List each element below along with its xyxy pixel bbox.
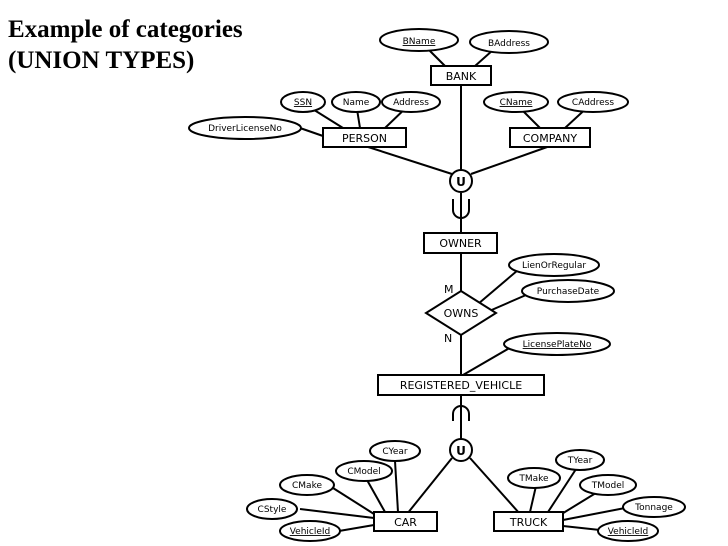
entity-truck: TRUCK: [493, 511, 564, 532]
attribute-label: Tonnage: [634, 503, 673, 513]
entity-company: COMPANY: [509, 127, 591, 148]
relationship-owns: OWNS: [424, 289, 498, 337]
attribute-cmodel: CModel: [335, 460, 393, 482]
union-circle-vehicle: U: [449, 438, 473, 462]
attribute-truck-vehicle-id: VehicleId: [597, 520, 659, 542]
attribute-name: Name: [331, 91, 381, 113]
attribute-label: LienOrRegular: [522, 261, 586, 271]
attribute-cname: CName: [483, 91, 549, 113]
attribute-label: CMake: [292, 481, 322, 491]
attribute-tmodel: TModel: [579, 474, 637, 496]
attribute-label: Name: [343, 98, 370, 108]
entity-label: PERSON: [342, 132, 387, 145]
relationship-label: OWNS: [444, 307, 479, 320]
entity-label: CAR: [394, 516, 417, 529]
attribute-label: TModel: [591, 481, 625, 491]
attribute-lien-or-regular: LienOrRegular: [508, 253, 600, 277]
attribute-tyear: TYear: [555, 449, 605, 471]
attribute-caddress: CAddress: [557, 91, 629, 113]
entity-owner: OWNER: [423, 232, 498, 254]
attribute-label: CName: [500, 98, 533, 108]
union-circle-owner: U: [449, 169, 473, 193]
attribute-label: PurchaseDate: [537, 287, 600, 297]
entity-person: PERSON: [322, 127, 407, 148]
attribute-bname: BName: [379, 28, 459, 52]
attribute-label: CStyle: [258, 505, 287, 515]
attribute-label: SSN: [294, 98, 312, 108]
attribute-ssn: SSN: [280, 91, 326, 113]
attribute-label: VehicleId: [608, 527, 649, 537]
slide-title-line-1: Example of categories: [8, 16, 243, 43]
attribute-label: CYear: [382, 447, 407, 457]
entity-registered-vehicle: REGISTERED_VEHICLE: [377, 374, 545, 396]
attribute-cmake: CMake: [279, 474, 335, 496]
attribute-car-vehicle-id: VehicleId: [279, 520, 341, 542]
slide-title-line-2: (UNION TYPES): [8, 47, 195, 74]
attribute-label: TMake: [518, 474, 549, 484]
attribute-label: CAddress: [572, 98, 614, 108]
entity-bank: BANK: [430, 65, 492, 86]
union-symbol: U: [456, 444, 466, 458]
attribute-label: LicensePlateNo: [523, 340, 592, 350]
entity-label: OWNER: [439, 237, 482, 250]
slide-title: Example of categories (UNION TYPES): [8, 14, 243, 76]
entity-label: COMPANY: [523, 132, 578, 145]
cardinality-m: M: [444, 283, 454, 296]
entity-label: BANK: [446, 70, 477, 83]
attribute-label: BAddress: [488, 39, 530, 49]
attribute-cstyle: CStyle: [246, 498, 298, 520]
subset-symbol-lower: [452, 405, 470, 421]
attribute-baddress: BAddress: [469, 30, 549, 54]
cardinality-n: N: [444, 332, 452, 345]
attribute-purchase-date: PurchaseDate: [521, 279, 615, 303]
connector-lines: [299, 39, 626, 532]
attribute-address: Address: [381, 91, 441, 113]
attribute-label: CModel: [347, 467, 380, 477]
attribute-license-plate-no: LicensePlateNo: [503, 332, 611, 356]
attribute-cyear: CYear: [369, 440, 421, 462]
entity-label: REGISTERED_VEHICLE: [400, 379, 522, 392]
entity-label: TRUCK: [509, 516, 548, 529]
attribute-tmake: TMake: [507, 467, 561, 489]
attribute-label: BName: [403, 37, 436, 47]
attribute-driver-license-no: DriverLicenseNo: [188, 116, 302, 140]
attribute-label: VehicleId: [290, 527, 331, 537]
subset-symbol-upper: [452, 199, 470, 219]
union-symbol: U: [456, 175, 466, 189]
attribute-label: TYear: [567, 456, 593, 466]
attribute-label: DriverLicenseNo: [208, 124, 282, 134]
attribute-label: Address: [393, 98, 429, 108]
attribute-tonnage: Tonnage: [622, 496, 686, 518]
entity-car: CAR: [373, 511, 438, 532]
